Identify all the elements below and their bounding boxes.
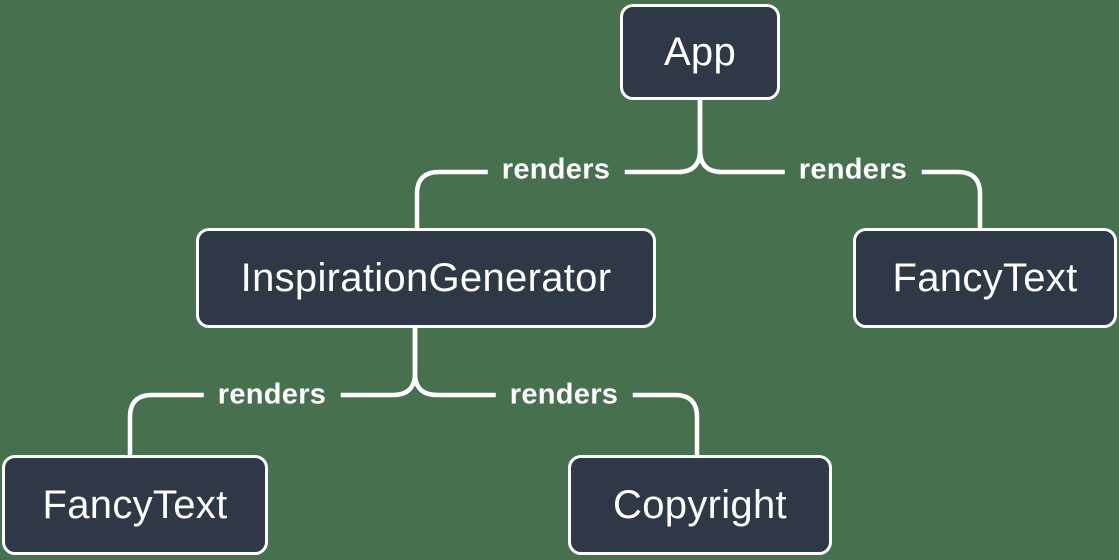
edge-label-renders: renders	[487, 151, 625, 189]
node-label: FancyText	[892, 255, 1078, 300]
edge-label-renders: renders	[784, 151, 922, 189]
node-label: App	[663, 29, 737, 74]
node-inspiration-generator: InspirationGenerator	[196, 228, 656, 328]
node-label: InspirationGenerator	[240, 255, 612, 300]
node-app: App	[620, 4, 780, 100]
node-label: Copyright	[613, 482, 787, 527]
node-fancy-text-right: FancyText	[853, 228, 1117, 328]
node-copyright: Copyright	[568, 455, 832, 555]
node-label: FancyText	[42, 482, 228, 527]
node-fancy-text-left: FancyText	[2, 455, 268, 555]
edge-label-renders: renders	[203, 376, 341, 414]
edge-label-renders: renders	[495, 376, 633, 414]
